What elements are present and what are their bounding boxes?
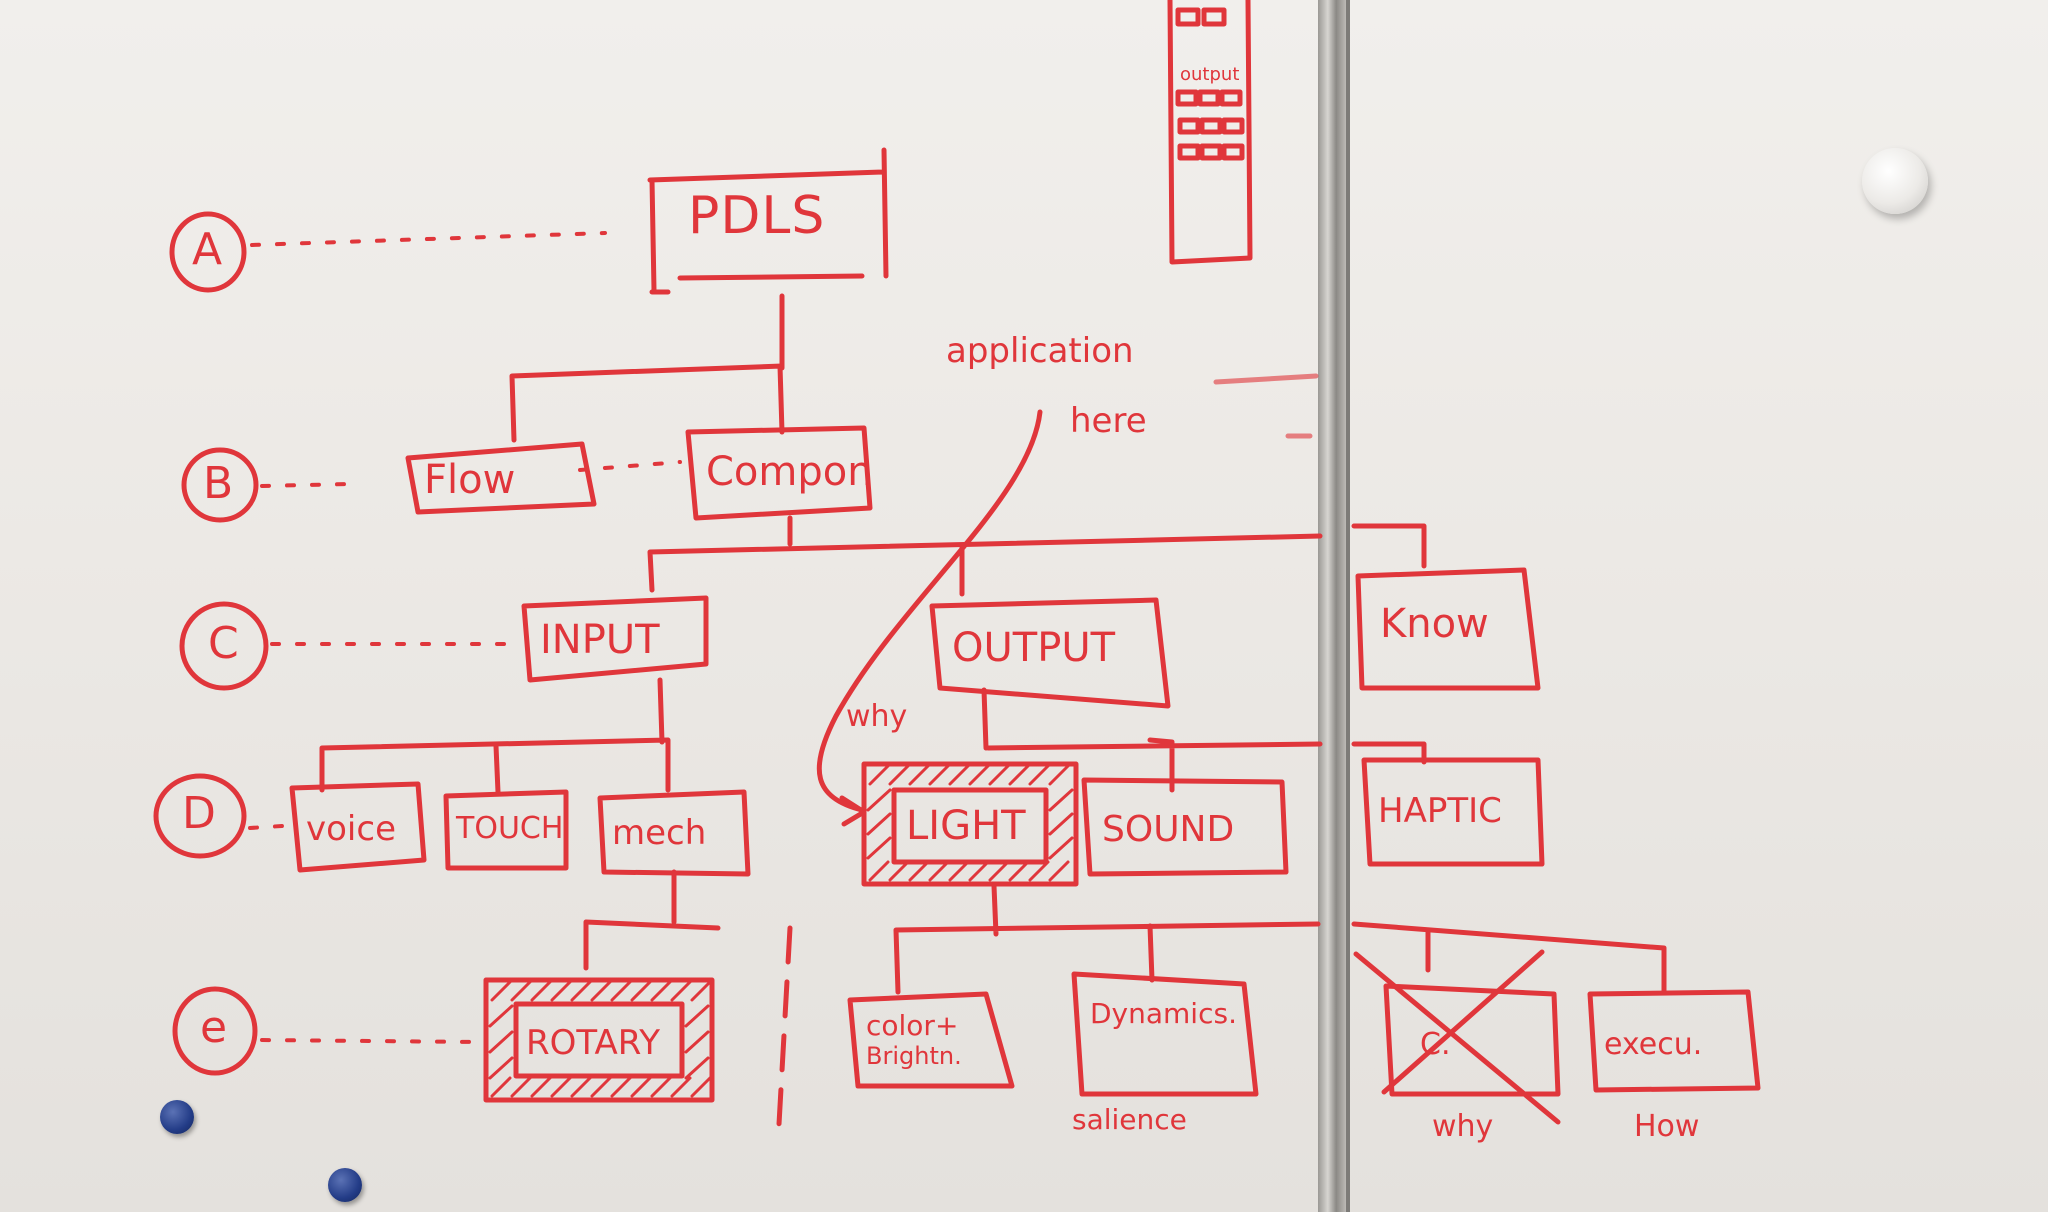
rotary-box: [483, 977, 715, 1103]
output-connector: [981, 687, 1427, 793]
why-bottom-note: why: [1432, 1109, 1494, 1144]
output-list-label: output: [1180, 64, 1240, 85]
voice-label: voice: [306, 809, 396, 849]
level-guide-lines: [248, 231, 682, 1044]
touch-label: TOUCH: [456, 811, 564, 846]
execution-label: execu.: [1604, 1027, 1703, 1062]
haptic-box: [1361, 757, 1545, 867]
level-a-circle: [169, 211, 247, 293]
dynamics-box: [1071, 971, 1259, 1097]
know-box: [1355, 567, 1541, 691]
level-c-circle: [179, 601, 269, 691]
whiteboard-divider-edge: [1346, 0, 1350, 1212]
application-arrow: [816, 409, 1043, 813]
execution-box: [1587, 989, 1761, 1093]
light-box: [861, 761, 1079, 887]
compon-connector: [647, 515, 1427, 597]
know-label: Know: [1380, 601, 1489, 647]
voice-box: [289, 781, 427, 873]
color-label: color+: [866, 1009, 959, 1042]
push-pin-icon: [328, 1168, 362, 1202]
compon-box: [685, 425, 873, 521]
separator-dashes: [775, 925, 793, 1145]
mech-connector: [583, 869, 721, 971]
dynamics-label: Dynamics.: [1090, 997, 1237, 1030]
level-d-circle: [153, 773, 247, 859]
pdls-label: PDLS: [688, 186, 826, 246]
touch-box: [443, 789, 569, 871]
compon-label: Compon: [706, 449, 873, 495]
crossed-out-label: C.: [1420, 1027, 1451, 1062]
magnet-icon: [1862, 148, 1928, 214]
application-note: application: [946, 331, 1134, 371]
pdls-box: [647, 147, 889, 295]
level-c-label: C: [208, 618, 239, 669]
brightness-label: Brightn.: [866, 1042, 962, 1070]
flow-box: [405, 441, 597, 515]
sound-box: [1081, 777, 1289, 877]
level-b-circle: [181, 447, 259, 523]
mech-box: [597, 789, 751, 877]
flow-label: Flow: [424, 457, 516, 503]
push-pin-icon: [160, 1100, 194, 1134]
application-note-here: here: [1070, 401, 1147, 441]
sound-label: SOUND: [1102, 809, 1235, 850]
mech-label: mech: [612, 813, 707, 853]
salience-note: salience: [1072, 1103, 1187, 1136]
level-d-label: D: [182, 788, 216, 839]
light-connector: [893, 883, 1321, 995]
whiteboard-divider-strip: [1318, 0, 1346, 1212]
output-label: OUTPUT: [952, 625, 1116, 671]
haptic-label: HAPTIC: [1378, 791, 1502, 831]
how-note: How: [1634, 1109, 1700, 1144]
level-e-label: e: [200, 1002, 228, 1053]
input-connector: [319, 677, 671, 795]
level-b-label: B: [203, 458, 234, 509]
pdls-connector: [509, 293, 785, 443]
level-a-label: A: [192, 224, 223, 275]
rotary-label: ROTARY: [526, 1023, 660, 1063]
input-box: [521, 595, 709, 683]
know-connector: [1351, 921, 1667, 995]
input-label: INPUT: [540, 617, 660, 663]
level-e-circle: [172, 986, 258, 1076]
output-box: [929, 597, 1171, 709]
color-box: [847, 991, 1015, 1089]
why-arrow-note: why: [846, 699, 908, 734]
light-label: LIGHT: [906, 803, 1026, 849]
output-list-panel: [1167, 0, 1253, 265]
crossed-out-marks: [1353, 949, 1561, 1125]
